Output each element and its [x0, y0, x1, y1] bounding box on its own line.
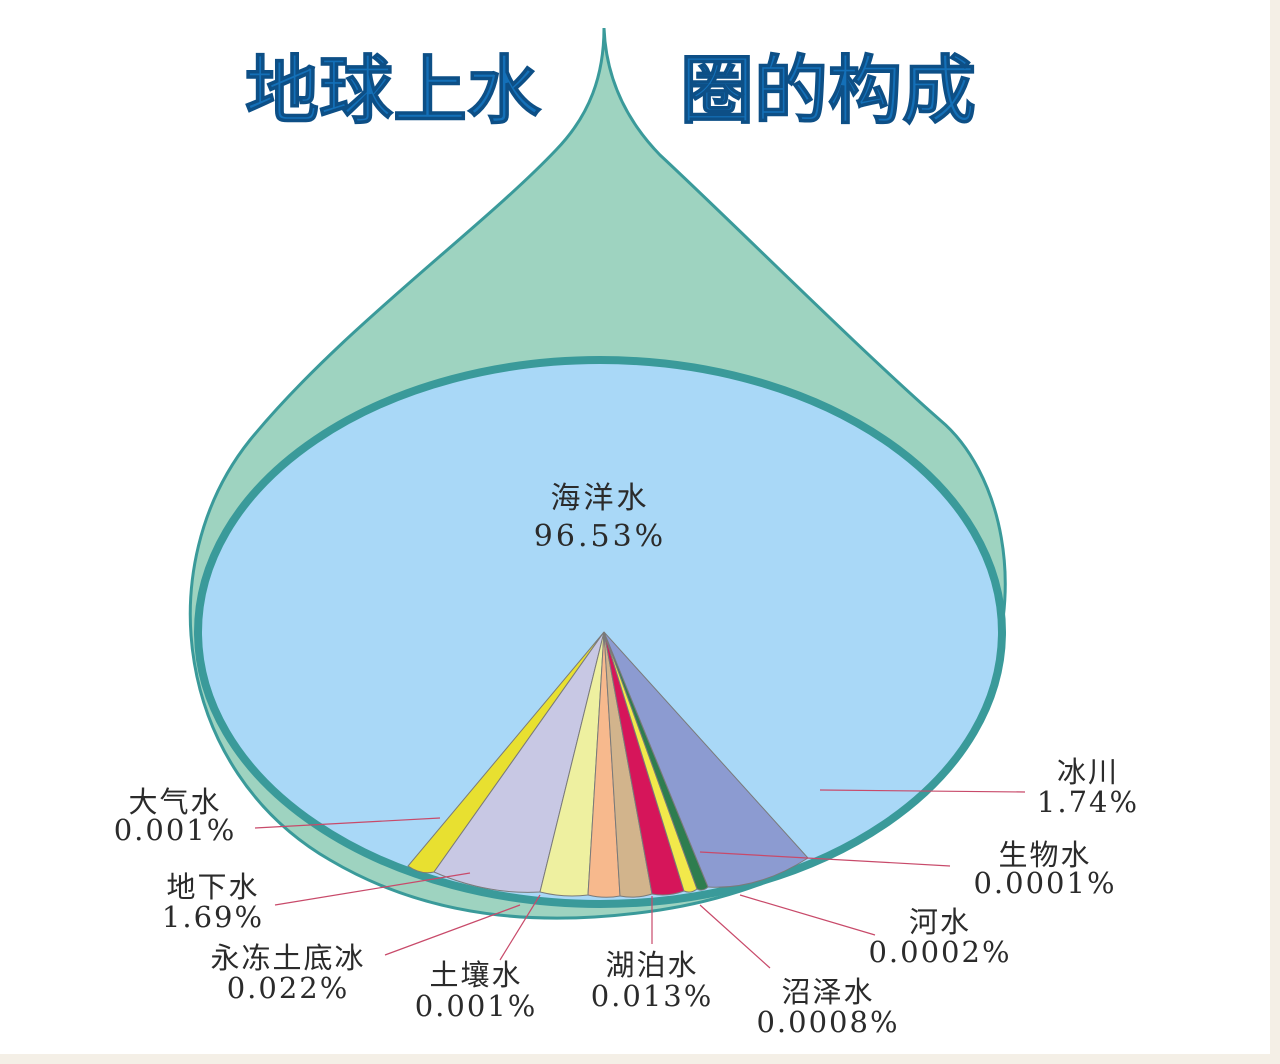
label-lake-value: 0.013% [591, 979, 714, 1013]
label-atmosphere-name: 大气水 [128, 785, 221, 819]
label-bio-value: 0.0001% [973, 866, 1116, 900]
label-swamp-value: 0.0008% [756, 1005, 899, 1039]
label-lake-name: 湖泊水 [605, 948, 698, 982]
leader-line [699, 904, 771, 969]
leader-line [819, 789, 1026, 793]
label-glacier-name: 冰川 [1057, 755, 1119, 789]
label-swamp-name: 沼泽水 [781, 975, 874, 1009]
leader-lines-group [254, 789, 1026, 969]
slice-地下水 [433, 631, 605, 893]
label-ocean-name: 海洋水 [551, 481, 650, 516]
minor-slices-group [407, 631, 809, 898]
label-soil-name: 土壤水 [429, 958, 522, 992]
label-permafrost-name: 永冻土底冰 [210, 941, 365, 975]
label-bio-name: 生物水 [998, 838, 1091, 872]
slice-ocean [194, 356, 1006, 908]
label-river-value: 0.0002% [868, 935, 1011, 969]
leader-line [254, 817, 441, 829]
leader-line [699, 851, 951, 867]
label-atmosphere-value: 0.001% [114, 813, 237, 847]
leader-line [384, 904, 521, 956]
label-glacier-value: 1.74% [1037, 785, 1139, 819]
leader-line [739, 894, 876, 936]
slice-冰川 [603, 631, 809, 888]
label-soil-value: 0.001% [415, 989, 538, 1023]
leader-line [499, 894, 541, 961]
label-groundwater-name: 地下水 [166, 870, 259, 904]
chart-title-left: 地球上水 [245, 48, 542, 134]
label-groundwater-value: 1.69% [162, 900, 264, 934]
label-ocean-value: 96.53% [534, 519, 666, 554]
label-river-name: 河水 [909, 905, 971, 939]
chart-title-right: 圈的构成 [680, 48, 976, 134]
label-permafrost-value: 0.022% [227, 971, 350, 1005]
leader-line [274, 872, 471, 906]
